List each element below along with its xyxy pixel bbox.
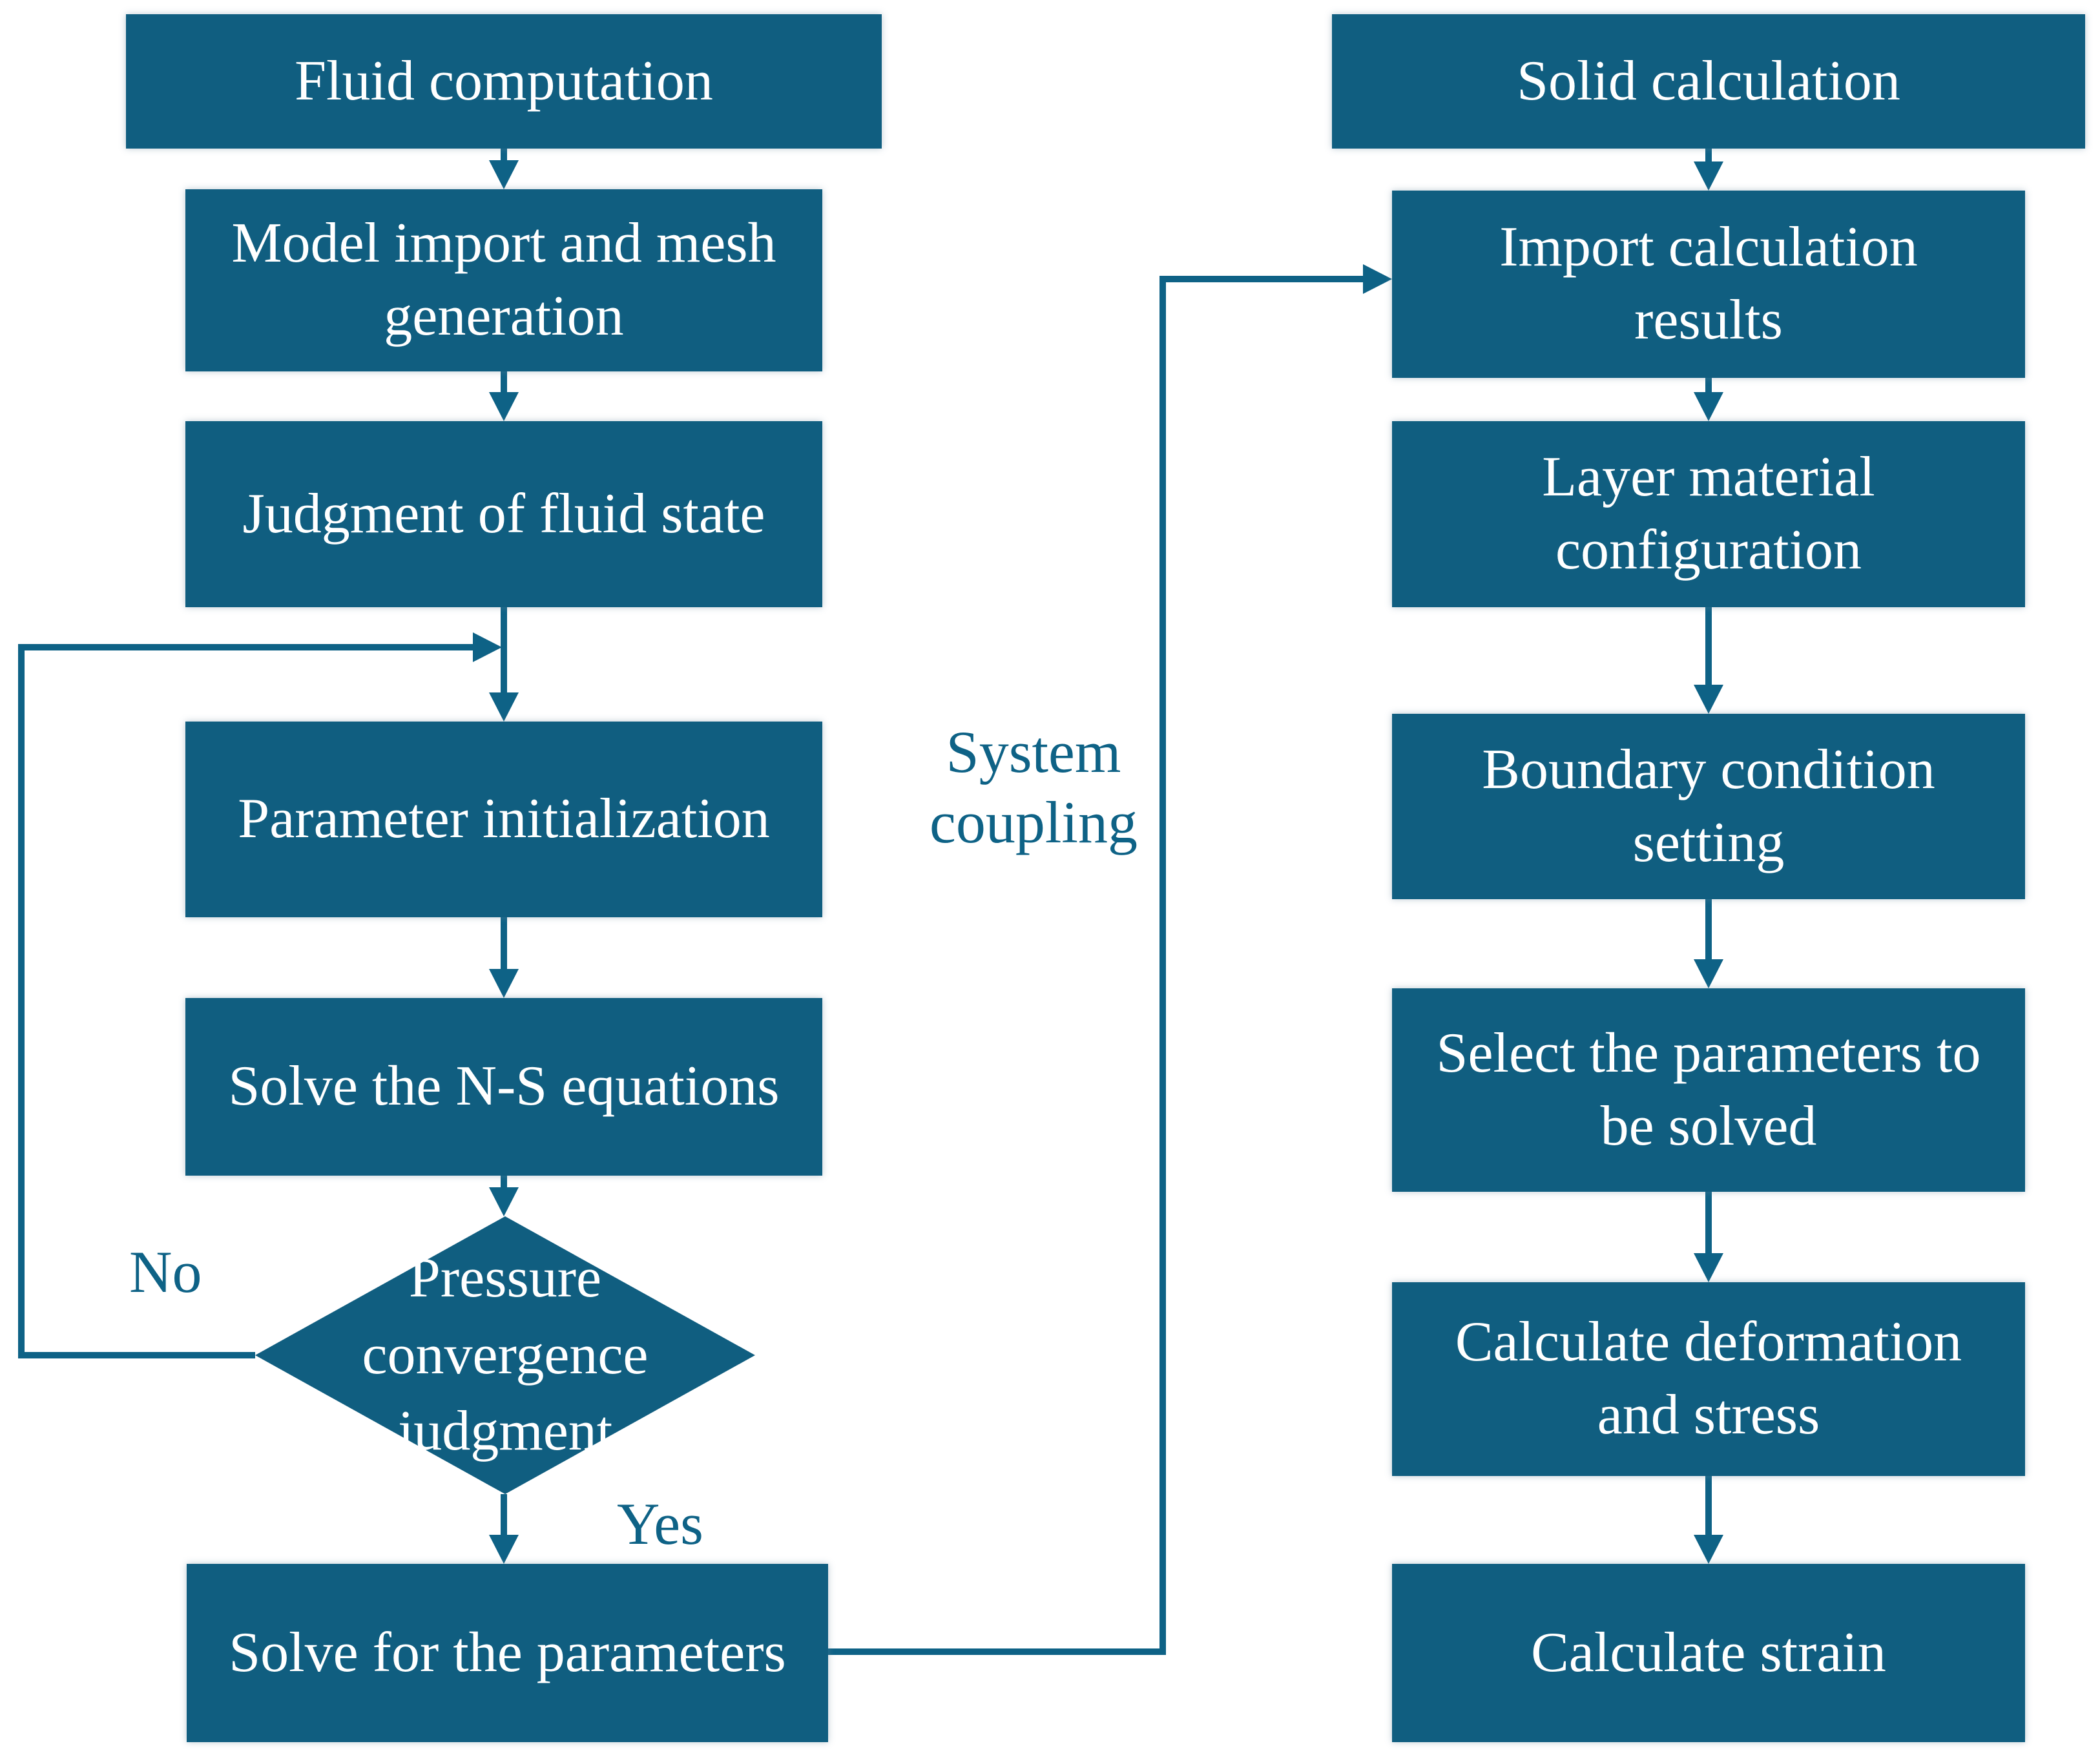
- node-label: convergence: [362, 1323, 649, 1386]
- arrowhead-icon: [489, 969, 519, 998]
- node-solve-for-parameters: Solve for the parameters: [187, 1564, 828, 1742]
- node-label: Solid calculation: [1517, 49, 1900, 112]
- node-label: and stress: [1597, 1384, 1820, 1446]
- edge-label-no: No: [129, 1239, 202, 1305]
- node-fluid-computation: Fluid computation: [126, 14, 882, 149]
- node-layer-material-configuration: Layer material configuration: [1392, 421, 2025, 607]
- arrowhead-icon: [1694, 392, 1723, 421]
- node-solid-calculation: Solid calculation: [1332, 14, 2085, 149]
- node-label: Layer material: [1542, 446, 1875, 509]
- edge-label-line: System: [946, 719, 1121, 785]
- node-label: Pressure: [408, 1246, 602, 1309]
- node-select-parameters-to-be-solved: Select the parameters to be solved: [1392, 988, 2025, 1192]
- decision-diamond-shape: [255, 1216, 755, 1494]
- node-label: be solved: [1600, 1094, 1817, 1158]
- system-coupling-line: [828, 276, 1363, 1655]
- arrowhead-icon: [473, 632, 502, 662]
- node-judgment-fluid-state: Judgment of fluid state: [185, 421, 822, 607]
- arrowhead-icon: [1694, 1253, 1723, 1282]
- arrowhead-icon: [1694, 959, 1723, 988]
- node-import-calculation-results: Import calculation results: [1392, 191, 2025, 378]
- arrowhead-icon: [1694, 161, 1723, 191]
- node-calculate-strain: Calculate strain: [1392, 1564, 2025, 1742]
- arrowhead-icon: [489, 692, 519, 722]
- node-solve-ns-equations: Solve the N-S equations: [185, 998, 822, 1176]
- node-boundary-condition-setting: Boundary condition setting: [1392, 714, 2025, 899]
- node-label: Select the parameters to: [1436, 1021, 1981, 1085]
- node-label: Model import and mesh: [231, 212, 776, 275]
- node-label: Calculate strain: [1531, 1621, 1886, 1684]
- arrowhead-icon: [1694, 1535, 1723, 1564]
- edge-label-yes: Yes: [617, 1491, 703, 1557]
- node-parameter-initialization: Parameter initialization: [185, 722, 822, 917]
- arrowhead-icon: [489, 1535, 519, 1564]
- node-label: judgment: [397, 1400, 613, 1463]
- node-model-import-mesh: Model import and mesh generation: [185, 189, 822, 371]
- node-label: Fluid computation: [295, 49, 713, 112]
- node-label: configuration: [1555, 519, 1862, 581]
- arrowhead-icon: [489, 160, 519, 189]
- node-label: Boundary condition: [1482, 738, 1935, 801]
- node-label: generation: [384, 285, 624, 348]
- edge-label-system-coupling: System coupling: [904, 717, 1163, 857]
- arrowhead-icon: [489, 1187, 519, 1216]
- node-label: results: [1634, 289, 1783, 351]
- arrowhead-icon: [1694, 685, 1723, 714]
- node-calculate-deformation-stress: Calculate deformation and stress: [1392, 1282, 2025, 1476]
- node-label: Solve the N-S equations: [228, 1055, 780, 1118]
- node-pressure-convergence-judgment: Pressure convergence judgment: [255, 1216, 755, 1494]
- node-label: Judgment of fluid state: [242, 482, 765, 545]
- node-label: setting: [1632, 811, 1785, 874]
- node-label: Import calculation: [1499, 216, 1918, 279]
- no-feedback-line: [18, 644, 473, 1358]
- node-label: Solve for the parameters: [229, 1621, 786, 1684]
- node-label: Calculate deformation: [1455, 1311, 1962, 1374]
- arrowhead-icon: [1363, 264, 1392, 294]
- arrowhead-icon: [489, 392, 519, 421]
- node-label: Parameter initialization: [238, 787, 770, 851]
- edge-label-line: coupling: [930, 789, 1138, 855]
